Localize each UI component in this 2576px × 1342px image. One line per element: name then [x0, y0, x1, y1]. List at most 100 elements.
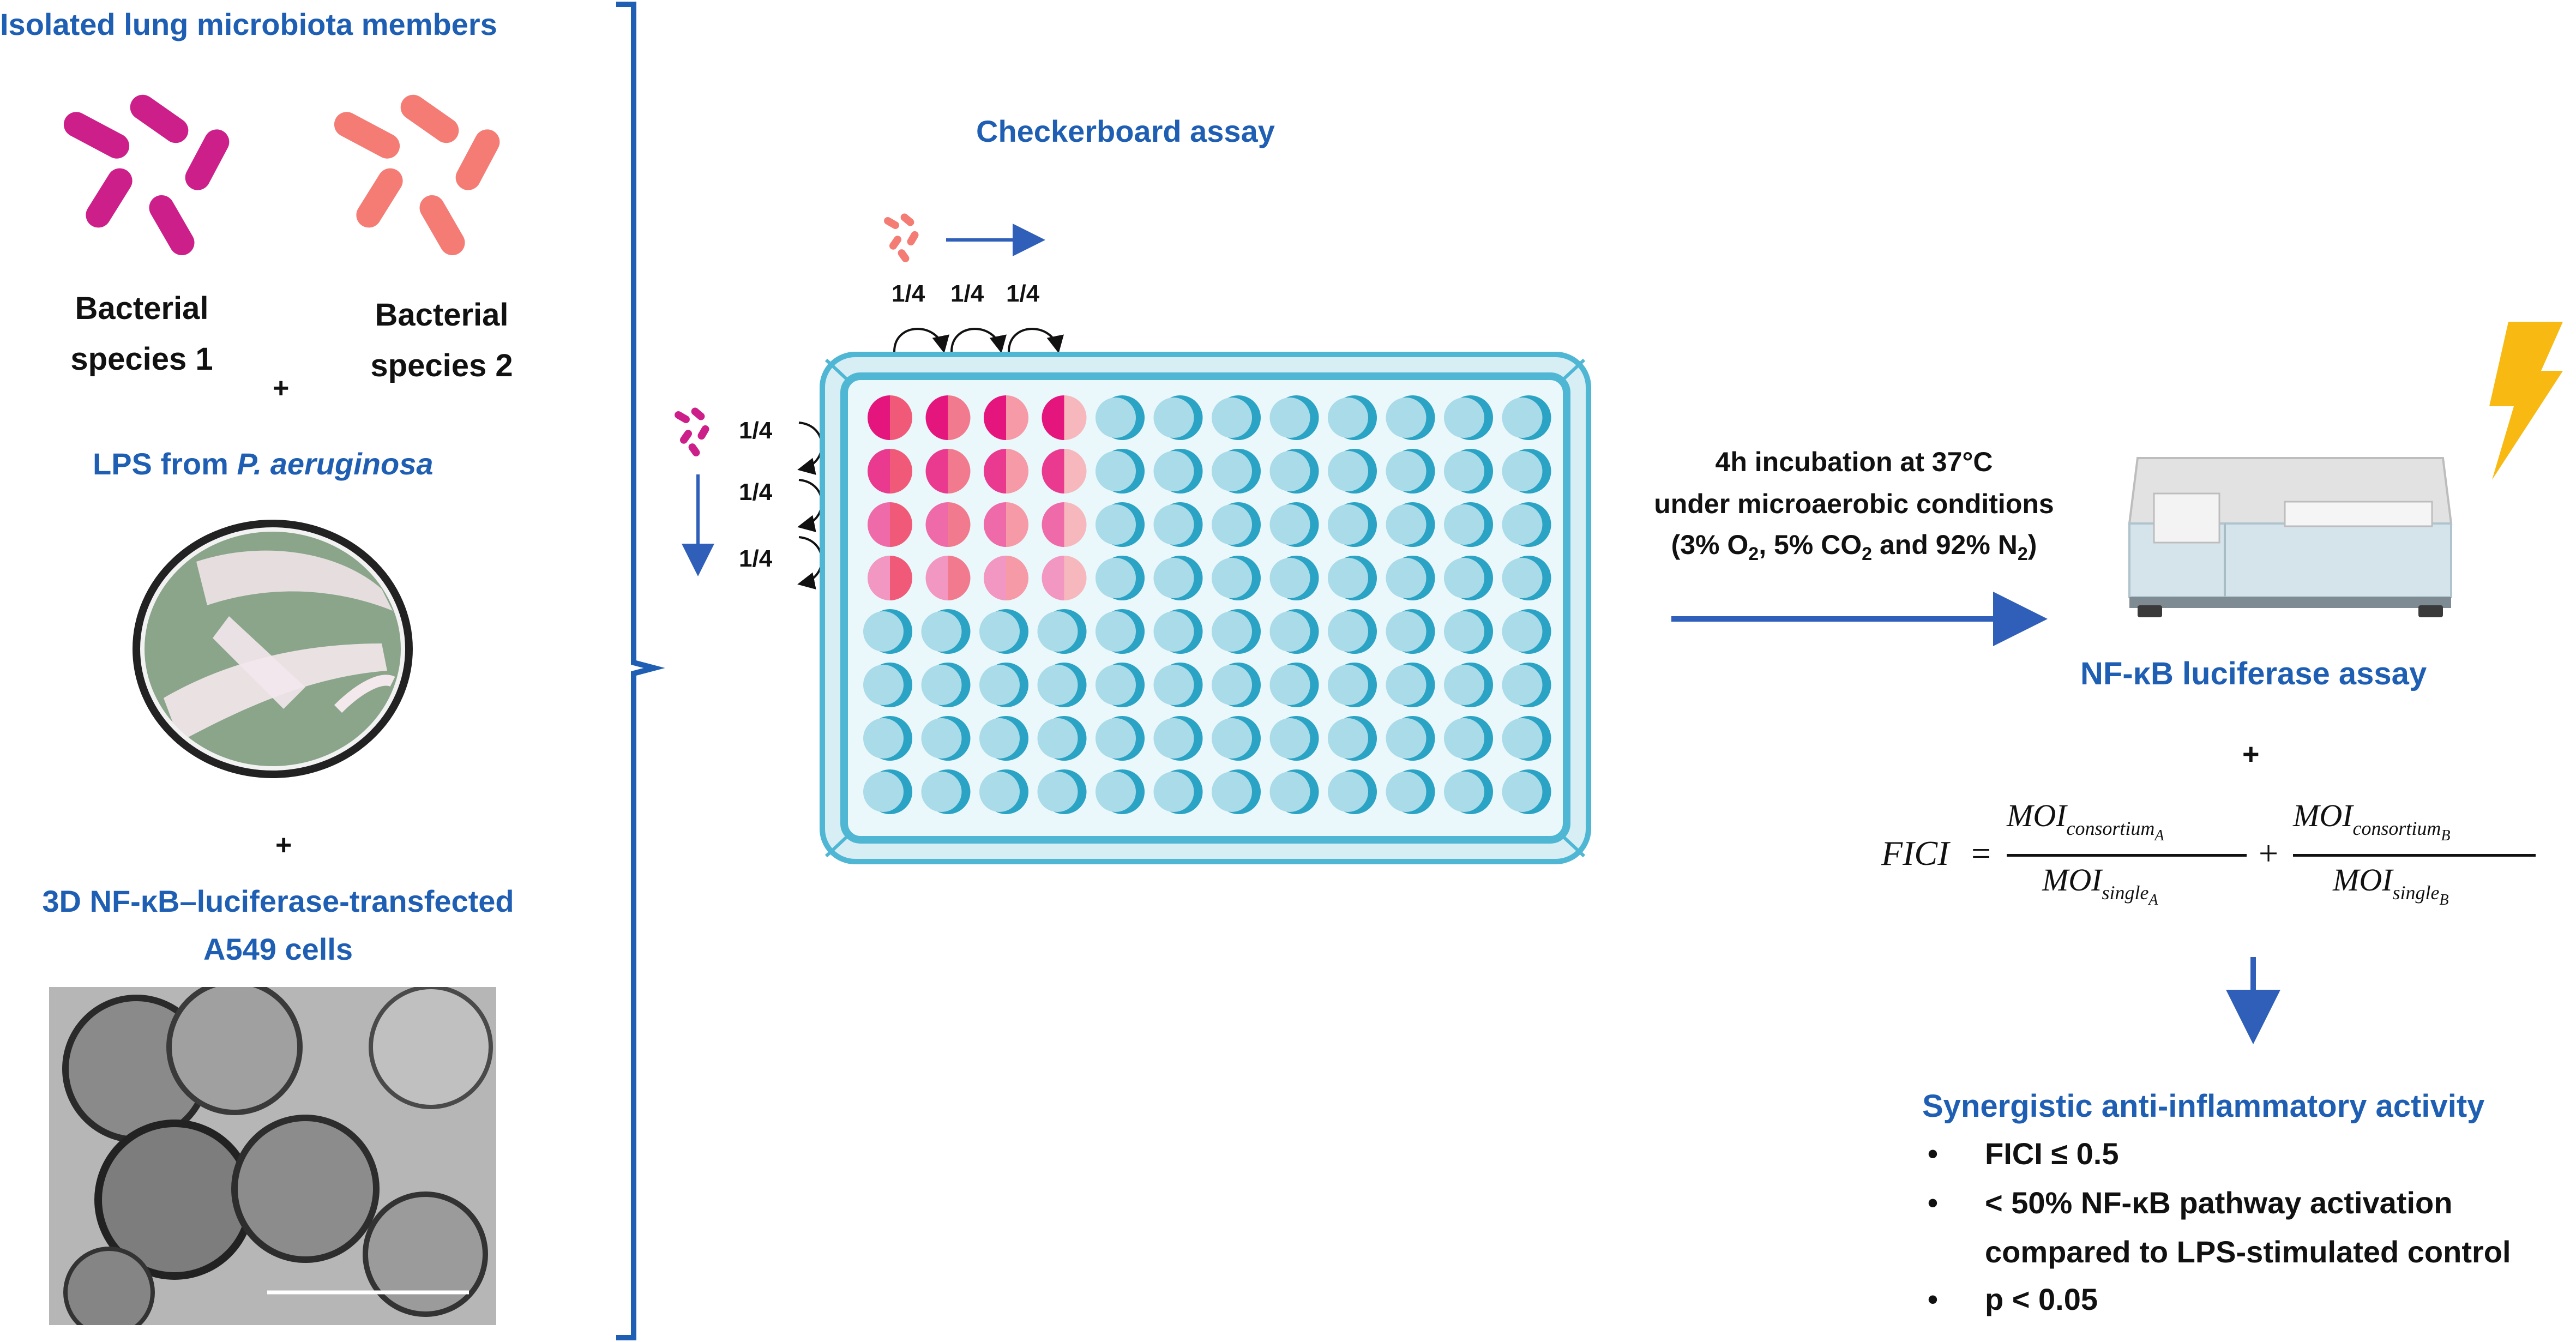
dilution-label-col2: 1/4 [950, 280, 984, 307]
plus-sign-cells: + [275, 829, 292, 861]
well [1096, 556, 1145, 600]
well [1153, 769, 1203, 814]
numerator-a-moi: MOI [2007, 798, 2067, 833]
well [1386, 556, 1435, 600]
lps-label: LPS from P. aeruginosa [93, 446, 433, 482]
bullet-2: • [1928, 1187, 1938, 1219]
well [1386, 716, 1435, 761]
well [1328, 556, 1377, 600]
well [1328, 502, 1377, 547]
well [1444, 395, 1493, 440]
row-dilution-arrows [797, 422, 823, 589]
dilution-label-row1: 1/4 [739, 417, 773, 444]
formula-denominator-a: MOIsingleA [2042, 862, 2158, 909]
well [1328, 663, 1377, 707]
well [1212, 556, 1261, 600]
well [984, 449, 1028, 494]
well-plate [820, 352, 1591, 864]
well [1444, 556, 1493, 600]
luminometer-icon [2128, 457, 2453, 617]
formula-equals: = [1971, 834, 1991, 872]
numerator-a-sub: A [2154, 827, 2164, 844]
well [925, 502, 971, 547]
well [1153, 449, 1203, 494]
well [1096, 769, 1145, 814]
well [1502, 609, 1551, 654]
well [1042, 449, 1087, 494]
well [1269, 502, 1319, 547]
well [1096, 449, 1145, 494]
incubation-line3-sub2: 2 [1862, 544, 1873, 564]
incubation-line3-part2: , 5% CO [1759, 529, 1862, 560]
well [863, 769, 912, 814]
species1-label-line1: Bacterial [75, 291, 209, 326]
lightning-icon [2489, 322, 2563, 480]
well [1037, 769, 1087, 814]
well [1269, 716, 1319, 761]
well [1153, 502, 1203, 547]
lps-label-prefix: LPS from [93, 447, 237, 481]
well [1212, 769, 1261, 814]
well [1386, 502, 1435, 547]
well [984, 556, 1028, 600]
well [1269, 663, 1319, 707]
well [979, 769, 1028, 814]
well [1444, 663, 1493, 707]
well [1386, 609, 1435, 654]
well [868, 449, 912, 494]
well [1502, 395, 1551, 440]
well [1328, 769, 1377, 814]
incubation-line3-part4: ) [2027, 529, 2037, 560]
well [1444, 716, 1493, 761]
result-item-2: < 50% NF-κB pathway activation [1985, 1185, 2453, 1220]
well [1502, 663, 1551, 707]
well [1096, 716, 1145, 761]
well [1042, 502, 1087, 547]
well [1269, 556, 1319, 600]
well [1212, 716, 1261, 761]
well [1212, 609, 1261, 654]
bacteria-species2-icon [334, 94, 500, 256]
incubation-line1: 4h incubation at 37°C [1715, 447, 1993, 477]
plus-sign-formula: + [2242, 738, 2260, 771]
well [1444, 769, 1493, 814]
well [921, 663, 971, 707]
well [1444, 449, 1493, 494]
well [1328, 609, 1377, 654]
well [1269, 449, 1319, 494]
denominator-b-single: single [2392, 882, 2440, 904]
well [1444, 502, 1493, 547]
numerator-b-moi: MOI [2293, 798, 2353, 833]
formula-numerator-b: MOIconsortiumB [2293, 797, 2450, 845]
species1-mini-icon [675, 407, 709, 456]
incubation-line3-sub3: 2 [2017, 544, 2028, 564]
well [979, 609, 1028, 654]
column-dilution-arrows [893, 328, 1064, 353]
well [925, 449, 971, 494]
denominator-a-sub: A [2148, 891, 2158, 908]
dilution-label-row2: 1/4 [739, 479, 773, 505]
well [1502, 449, 1551, 494]
species2-mini-icon [884, 213, 919, 262]
well [1212, 395, 1261, 440]
denominator-a-moi: MOI [2042, 862, 2102, 898]
well [1502, 769, 1551, 814]
well [1386, 663, 1435, 707]
well [868, 395, 912, 440]
well [1153, 663, 1203, 707]
well [863, 609, 912, 654]
incubation-line3-part3: and 92% N [1872, 529, 2018, 560]
cells-label-line1: 3D NF-κB–luciferase-transfected [42, 884, 514, 918]
well [863, 716, 912, 761]
well [863, 663, 912, 707]
well [984, 395, 1028, 440]
well [979, 716, 1028, 761]
well [868, 556, 912, 600]
result-item-3: compared to LPS-stimulated control [1985, 1235, 2511, 1269]
well [1328, 395, 1377, 440]
dilution-label-col3: 1/4 [1006, 280, 1040, 307]
well [1269, 395, 1319, 440]
grouping-bracket [616, 2, 665, 1340]
well [979, 663, 1028, 707]
well [984, 502, 1028, 547]
